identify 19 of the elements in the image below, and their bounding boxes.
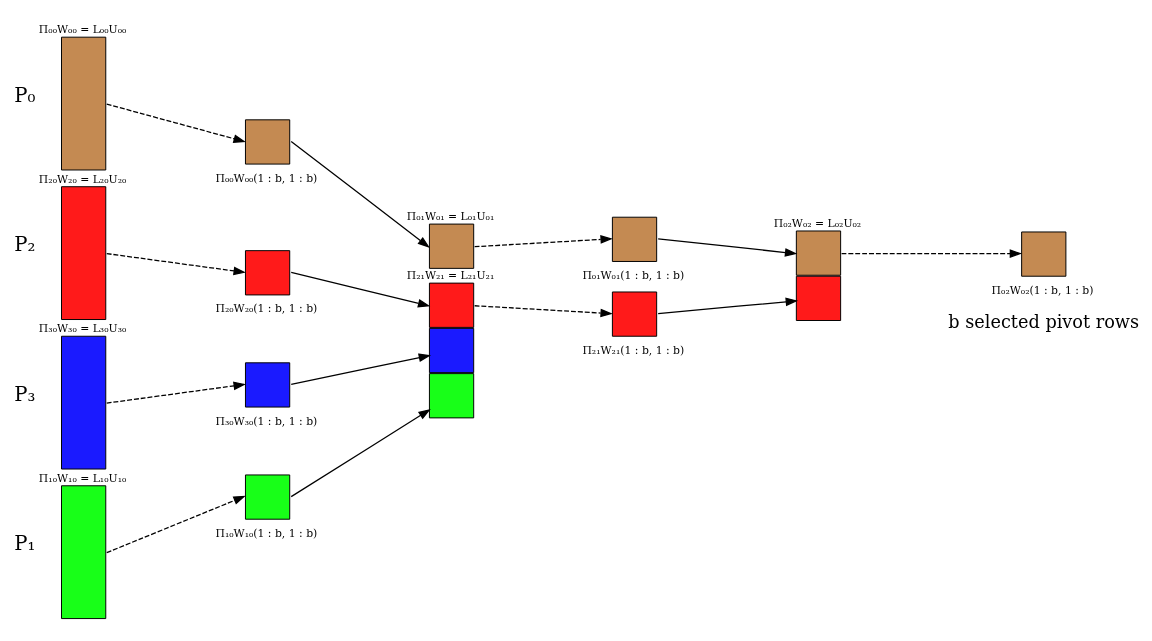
node-label: P₃ [14,382,36,406]
node-label: Π₁₀W₁₀ = L₁₀U₁₀ [38,471,127,485]
node-label: Π₂₀W₂₀(1 : b, 1 : b) [215,302,318,316]
node-label: P₀ [14,83,36,107]
node-label: Π₂₀W₂₀ = L₂₀U₂₀ [38,172,127,186]
node-label: Π₀₂W₀₂ = L₀₂U₀₂ [773,216,862,230]
node-label: Π₀₀W₀₀(1 : b, 1 : b) [215,171,318,185]
node-label: Π₂₁W₂₁ = L₂₁U₂₁ [406,268,495,282]
node-label: Π₁₀W₁₀(1 : b, 1 : b) [215,526,318,540]
node-label: P₁ [14,532,36,556]
node-label: Π₀₂W₀₂(1 : b, 1 : b) [991,283,1094,297]
label: b selected pivot rows [948,311,1140,332]
node-label: P₂ [14,233,36,257]
node-label: Π₃₀W₃₀(1 : b, 1 : b) [215,414,318,428]
node-label: Π₂₁W₂₁(1 : b, 1 : b) [582,343,685,357]
node-label: Π₀₀W₀₀ = L₀₀U₀₀ [38,23,127,37]
node-label: Π₃₀W₃₀ = L₃₀U₃₀ [38,322,127,336]
node-label: Π₀₁W₀₁(1 : b, 1 : b) [582,268,685,282]
node-label: Π₀₁W₀₁ = L₀₁U₀₁ [406,209,495,223]
